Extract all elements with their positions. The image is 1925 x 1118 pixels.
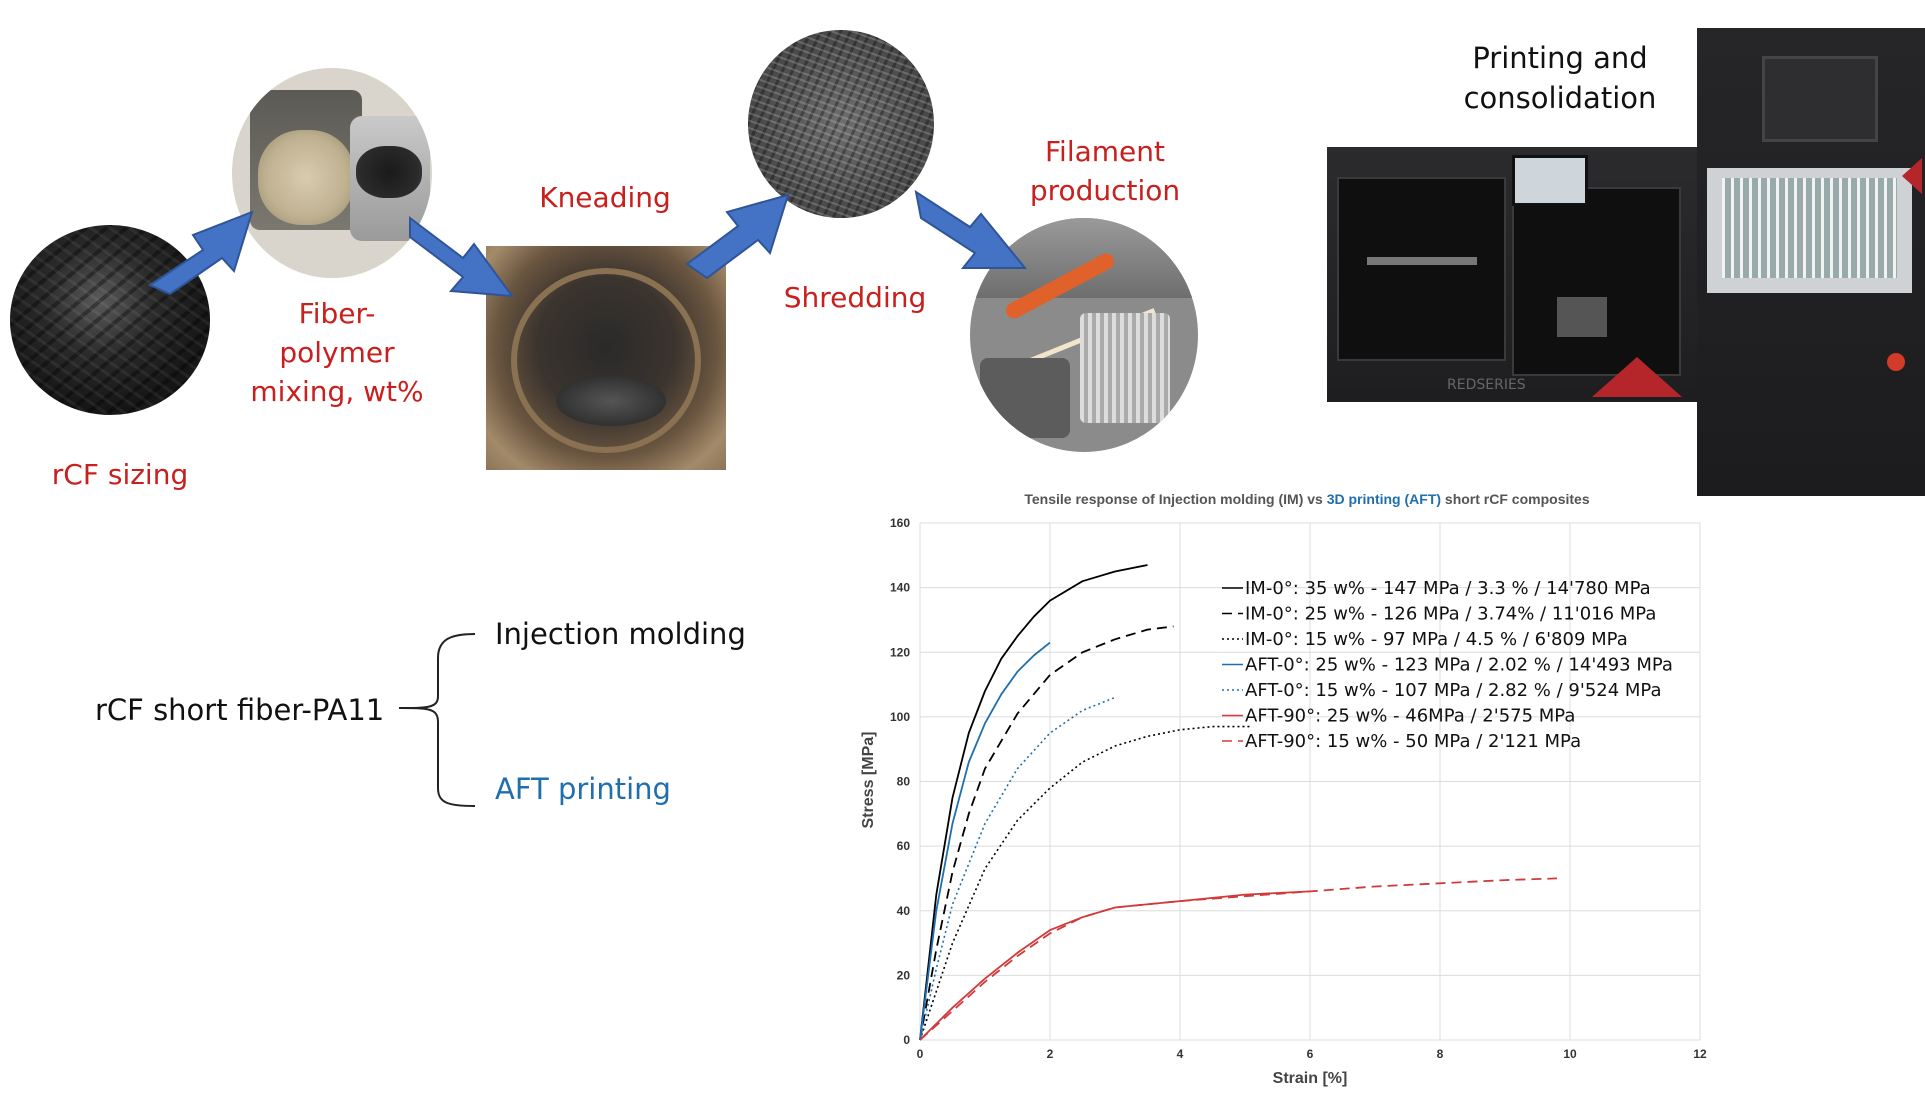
kneading-photo [486,246,726,470]
printing-consolidation-label: Printing and consolidation [1463,41,1657,115]
y-tick-label: 140 [890,581,910,595]
consolidation-unit-photo [1697,28,1925,496]
legend-entry: AFT-90°: 25 w% - 46MPa / 2'575 MPa [1245,706,1575,727]
series-line-6 [919,877,1558,1041]
legend-entry: AFT-0°: 25 w% - 123 MPa / 2.02 % / 14'49… [1245,655,1673,676]
chart-title-part3: short rCF composites [1441,491,1590,507]
x-tick-label: 2 [1047,1047,1054,1061]
series-line-2 [919,725,1252,1041]
branch-top-label: Injection molding [495,617,746,651]
series-line-5 [919,890,1311,1041]
tensile-chart: Tensile response of Injection molding (I… [860,491,1707,1087]
step-label-rcf-sizing: rCF sizing [51,458,189,491]
legend-entry: AFT-90°: 15 w% - 50 MPa / 2'121 MPa [1245,731,1581,752]
y-tick-label: 0 [903,1033,910,1047]
shredding-photo [748,30,934,218]
x-tick-label: 10 [1563,1047,1577,1061]
filament-production-photo [970,218,1198,452]
y-tick-label: 160 [890,516,910,530]
step-label-fiber-polymer-mixing: Fiber-polymer mixing, wt% [250,297,424,408]
y-tick-label: 20 [897,968,911,982]
step-label-shredding: Shredding [783,281,927,314]
branch-bracket [398,633,476,807]
series-line-1 [919,625,1174,1041]
step-label-kneading: Kneading [539,181,671,214]
x-tick-label: 12 [1693,1047,1707,1061]
fiber-polymer-mixing-photo [232,68,432,278]
x-tick-label: 4 [1177,1047,1184,1061]
x-tick-label: 8 [1437,1047,1444,1061]
legend-entry: IM-0°: 35 w% - 147 MPa / 3.3 % / 14'780 … [1245,578,1651,599]
series-line-4 [919,696,1116,1041]
chart-title-part1: Tensile response of Injection molding (I… [1024,491,1326,507]
legend-entry: AFT-0°: 15 w% - 107 MPa / 2.82 % / 9'524… [1245,680,1662,701]
x-tick-label: 0 [917,1047,924,1061]
y-axis-title: Stress [MPa] [860,732,877,829]
step-label-filament-production: Filament production [1029,135,1181,207]
chart-title: Tensile response of Injection molding (I… [1024,491,1589,507]
legend-entry: IM-0°: 25 w% - 126 MPa / 3.74% / 11'016 … [1245,604,1656,625]
chart-title-part2: 3D printing (AFT) [1327,491,1441,507]
y-tick-label: 60 [897,839,911,853]
branch-root-label: rCF short fiber-PA11 [95,693,385,727]
y-tick-label: 120 [890,645,910,659]
x-axis-title: Strain [%] [1273,1070,1348,1087]
legend-entry: IM-0°: 15 w% - 97 MPa / 4.5 % / 6'809 MP… [1245,629,1628,650]
series-line-3 [919,641,1051,1041]
y-tick-label: 40 [897,904,911,918]
x-tick-label: 6 [1307,1047,1314,1061]
rcf-sizing-photo [10,225,210,415]
y-tick-label: 80 [897,775,911,789]
branch-bottom-label: AFT printing [495,772,671,806]
y-tick-label: 100 [890,710,910,724]
series-line-0 [919,564,1148,1041]
printer-photo: REDSERIES [1327,147,1697,402]
